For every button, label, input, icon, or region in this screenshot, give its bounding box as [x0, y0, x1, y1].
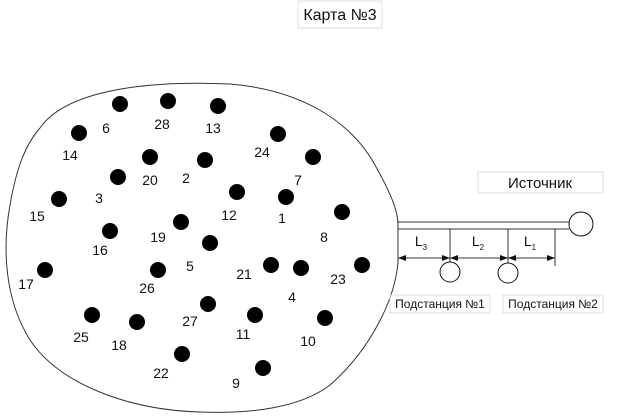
- point-label: 19: [150, 229, 166, 245]
- point-label: 10: [300, 333, 316, 349]
- point-label: 20: [142, 172, 158, 188]
- point-label: 26: [139, 280, 155, 296]
- point-dot: [247, 307, 263, 323]
- point-label: 13: [205, 120, 221, 136]
- source-circle: [568, 211, 594, 237]
- substation-1-circle: [439, 261, 461, 283]
- segment-label-l2: L2: [472, 233, 485, 252]
- point-dot: [270, 126, 286, 142]
- point-label: 27: [182, 313, 198, 329]
- point-dot: [37, 262, 53, 278]
- point-dot: [102, 223, 118, 239]
- title-box: [297, 0, 383, 29]
- point-label: 23: [330, 271, 346, 287]
- point-label: 3: [95, 190, 103, 206]
- point-dot: [200, 296, 216, 312]
- point-label: 6: [102, 120, 110, 136]
- substation-2-circle: [497, 262, 519, 284]
- substation-1-box: [389, 294, 491, 314]
- point-label: 22: [153, 365, 169, 381]
- point-label: 4: [288, 289, 296, 305]
- point-dot: [110, 169, 126, 185]
- point-dot: [142, 149, 158, 165]
- point-dot: [202, 235, 218, 251]
- point-label: 17: [18, 276, 34, 292]
- point-dot: [174, 346, 190, 362]
- point-dot: [305, 149, 321, 165]
- point-label: 11: [236, 326, 251, 342]
- substation-2-box: [502, 294, 604, 314]
- point-dot: [229, 184, 245, 200]
- point-label: 18: [111, 337, 127, 353]
- point-dot: [293, 260, 309, 276]
- point-label: 16: [92, 242, 108, 258]
- segment-label-l3: L3: [415, 233, 428, 252]
- point-dot: [354, 257, 370, 273]
- point-dot: [263, 257, 279, 273]
- point-dot: [112, 96, 128, 112]
- consumer-points: 6 28 13 14 24 20 2 7 3 15 12 1 8 19 16 5: [18, 93, 370, 391]
- source-label: Источник: [508, 175, 572, 192]
- point-dot: [210, 98, 226, 114]
- point-label: 12: [221, 207, 237, 223]
- point-label: 9: [232, 375, 240, 391]
- substation-1-label: Подстанция №1: [395, 297, 485, 311]
- point-dot: [173, 214, 189, 230]
- point-label: 21: [236, 266, 252, 282]
- point-dot: [51, 191, 67, 207]
- area-outline: [5, 82, 399, 413]
- point-label: 28: [154, 116, 170, 132]
- source-box: [477, 171, 604, 194]
- point-dot: [129, 314, 145, 330]
- point-dot: [160, 93, 176, 109]
- point-label: 15: [29, 208, 45, 224]
- point-label: 1: [278, 210, 286, 226]
- point-label: 2: [182, 170, 190, 186]
- point-label: 25: [73, 329, 89, 345]
- point-label: 8: [320, 229, 328, 245]
- point-dot: [255, 360, 271, 376]
- point-label: 7: [294, 172, 302, 188]
- map-title: Карта №3: [303, 7, 376, 24]
- point-dot: [317, 310, 333, 326]
- point-dot: [197, 152, 213, 168]
- point-label: 14: [62, 147, 78, 163]
- point-dot: [84, 307, 100, 323]
- point-dot: [278, 189, 294, 205]
- point-label: 24: [254, 144, 270, 160]
- point-dot: [334, 204, 350, 220]
- point-label: 5: [186, 258, 194, 274]
- point-dot: [150, 262, 166, 278]
- segment-label-l1: L1: [524, 233, 537, 252]
- substation-2-label: Подстанция №2: [508, 297, 598, 311]
- point-dot: [71, 125, 87, 141]
